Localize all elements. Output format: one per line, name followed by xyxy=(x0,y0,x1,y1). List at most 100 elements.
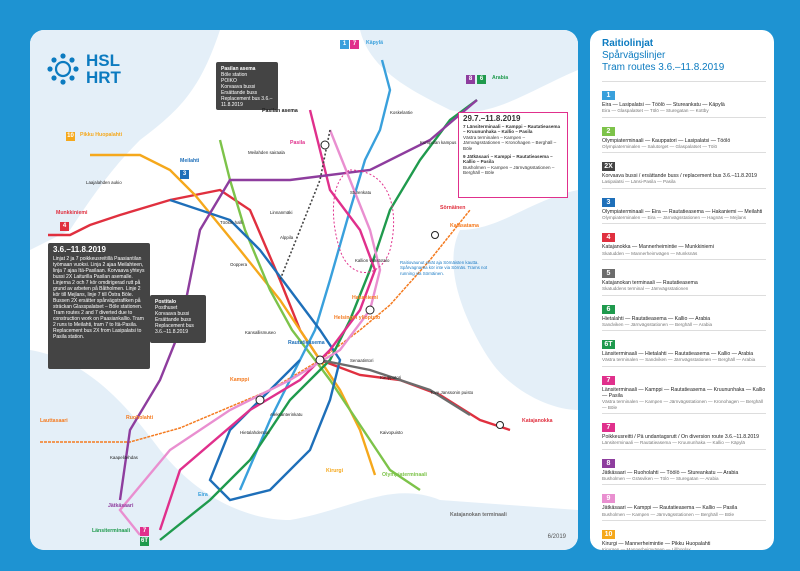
stop-kamppi xyxy=(255,395,265,405)
stop-hakaniemi xyxy=(365,305,375,315)
tram-network-map xyxy=(30,30,578,550)
line-7 xyxy=(158,109,377,531)
label-lansiterminaali: Länsiterminaali xyxy=(92,528,131,534)
badge-6-arabia: 6 xyxy=(477,75,486,84)
info-summer-route9: 9 Jätkäsaari – Kamppi – Rautatieasema – … xyxy=(463,153,553,165)
hsl-logo: HSL HRT xyxy=(46,52,121,86)
legend-route-fi: Kirurgi — Mannerheimintie — Pikku Huopal… xyxy=(602,540,711,547)
label-kallion-virastotalo: Kallion virastotalo xyxy=(355,258,390,263)
badge-6t-lansi: 6T xyxy=(140,537,149,546)
brand-line2: HRT xyxy=(86,68,121,87)
label-rautatieasema: Rautatieasema xyxy=(288,340,325,346)
info-box-summer: 29.7.–11.8.2019 7 Länsiterminaali – Kamp… xyxy=(458,112,568,198)
stop-rautatieasema xyxy=(315,355,325,365)
stop-pasila xyxy=(320,140,330,150)
legend-route-number: 7 xyxy=(602,375,615,385)
label-kansallismuseo: Kansallismuseo xyxy=(245,330,276,335)
legend-route-number: 9 xyxy=(602,494,615,504)
label-katajanokka: Katajanokka xyxy=(522,418,553,424)
label-kaapelitehdas: Kaapelitehdas xyxy=(110,455,138,460)
stop-katajanokka xyxy=(496,421,504,429)
legend-route-fi: Poikkeusreitti / Pä undantagsrutt / On d… xyxy=(602,434,760,441)
label-meilahden-sairaala: Meilahden sairaala xyxy=(248,150,285,155)
legend-route-sv: Sandviken — Järnvägsstationen — Berghäll… xyxy=(602,321,713,327)
legend-route-number: 2 xyxy=(602,126,615,136)
label-kumpulan-kampus: Kumpulan kampus xyxy=(420,140,457,145)
label-senaatintori: Senaatintori xyxy=(350,358,374,363)
label-olympiaterminaali: Olympiaterminaali xyxy=(382,472,427,478)
legend-route-fi: Katajanokan terminaali — Rautatieasema xyxy=(602,280,698,287)
line-9 xyxy=(118,129,382,536)
info-summer-title: 29.7.–11.8.2019 xyxy=(463,114,521,123)
label-helsingin-yliopisto: Helsingin yliopisto xyxy=(334,315,381,321)
legend-route-sv: Eira — Glaspalatset — Tölö — Sturegatan … xyxy=(602,108,709,114)
legend-header: Raitiolinjat Spårvägslinjer Tram routes … xyxy=(590,30,774,78)
legend-route-number: 10 xyxy=(602,529,615,539)
legend-route-sv: Olympiaterminalen — Eira — Järnvägsstati… xyxy=(602,215,746,221)
info-pasila-sub2: POIKO xyxy=(221,78,237,84)
legend-route-sv: Lasipalatsi — Länsi-Pasila — Pasila xyxy=(602,179,676,185)
line-3 xyxy=(169,198,342,502)
badge-10-pikku: 10 xyxy=(66,132,75,141)
legend-route-number: 8 xyxy=(602,458,615,468)
footer-date: 6/2019 xyxy=(547,534,566,540)
label-toolo: Töölön halli xyxy=(220,220,243,225)
label-sornainen: Sörnäinen xyxy=(440,205,466,211)
legend-route-fi: Olympiaterminaali — Kauppatori — Lasipal… xyxy=(602,137,731,144)
info-summer-route7-sv: Västra terminalen – Kampen – Järnvägssta… xyxy=(463,134,557,151)
label-jatkasaari: Jätkäsaari xyxy=(108,503,134,509)
label-kalasatama: Kalasatama xyxy=(450,223,479,229)
legend-route-number: 6 xyxy=(602,304,615,314)
pink-loop xyxy=(332,169,395,273)
info-box-diversion-body: Linjat 2 ja 7 poikkeusreitillä Paasianti… xyxy=(53,256,145,340)
sornainen-note: Raitiovaunut eivät aja Sörnäisten kautta… xyxy=(400,260,488,276)
legend-subtitle-en: Tram routes 3.6.–11.8.2019 xyxy=(602,62,725,73)
info-summer-route7: 7 Länsiterminaali – Kamppi – Rautatiease… xyxy=(463,123,561,135)
label-kaivopuisto: Kaivopuisto xyxy=(380,430,403,435)
legend-title: Raitiolinjat xyxy=(602,38,654,49)
info-pasila-sub: Böle station xyxy=(221,72,248,78)
label-meilahti: Meilahti xyxy=(180,158,200,164)
stop-sornainen xyxy=(431,231,439,239)
legend-route-fi: Länsiterminaali — Kamppi — Rautatieasema… xyxy=(602,386,766,400)
info-pasila-title: Pasilan asema xyxy=(221,66,256,72)
badge-1: 1 xyxy=(340,40,349,49)
badge-7-lansi: 7 xyxy=(140,527,149,536)
water-area-west xyxy=(30,30,220,250)
legend-route-number: 2X xyxy=(602,162,615,172)
line-2x xyxy=(279,129,331,281)
legend-route-sv: Västra terminalen — Sandviken — Järnvägs… xyxy=(602,357,756,363)
water-area-east xyxy=(453,190,578,410)
info-box-diversion: 3.6.–11.8.2019 Linjat 2 ja 7 poikkeusrei… xyxy=(48,243,150,369)
legend-route-fi: Olympiaterminaali — Eira — Rautatieasema… xyxy=(602,208,763,215)
legend-route-sv: Olympiaterminalen — Salutorget — Glaspal… xyxy=(602,143,718,149)
legend-route-fi: Korvaava bussi / ersättande buss / repla… xyxy=(602,173,758,180)
label-kamppi: Kamppi xyxy=(230,377,250,383)
label-eira: Eira xyxy=(198,492,208,498)
badge-4-munkkiniemi: 4 xyxy=(60,222,69,231)
legend-route-sv: Västra terminalen — Kampen — Järnvägssta… xyxy=(602,399,763,410)
legend-route-fi: Katajanokka — Mannerheimintie — Munkkini… xyxy=(602,244,714,251)
label-koskelantie: Koskelantie xyxy=(390,110,413,115)
info-pasila-body: Korvaava bussi Ersättande buss Replaceme… xyxy=(221,84,273,108)
info-summer-route9-sv: Busholmen – Kampen – Järnvägsstationen –… xyxy=(463,164,555,176)
map-panel[interactable]: HSL HRT 3.6.–11.8.2019 Linjat 2 ja 7 poi… xyxy=(30,30,578,550)
info-box-pasila-bus: Pasilan asema Böle station POIKO Korvaav… xyxy=(216,62,278,110)
label-pasilan-asema: Pasilan asema xyxy=(262,108,298,114)
label-munkkiniemi: Munkkiniemi xyxy=(56,210,88,216)
label-lauttasaari: Lauttasaari xyxy=(40,418,68,424)
legend-route-sv: Skatuddens terminal — Järnvägsstationen xyxy=(602,286,689,292)
info-postitalo-sub: Posthuset xyxy=(155,305,178,311)
